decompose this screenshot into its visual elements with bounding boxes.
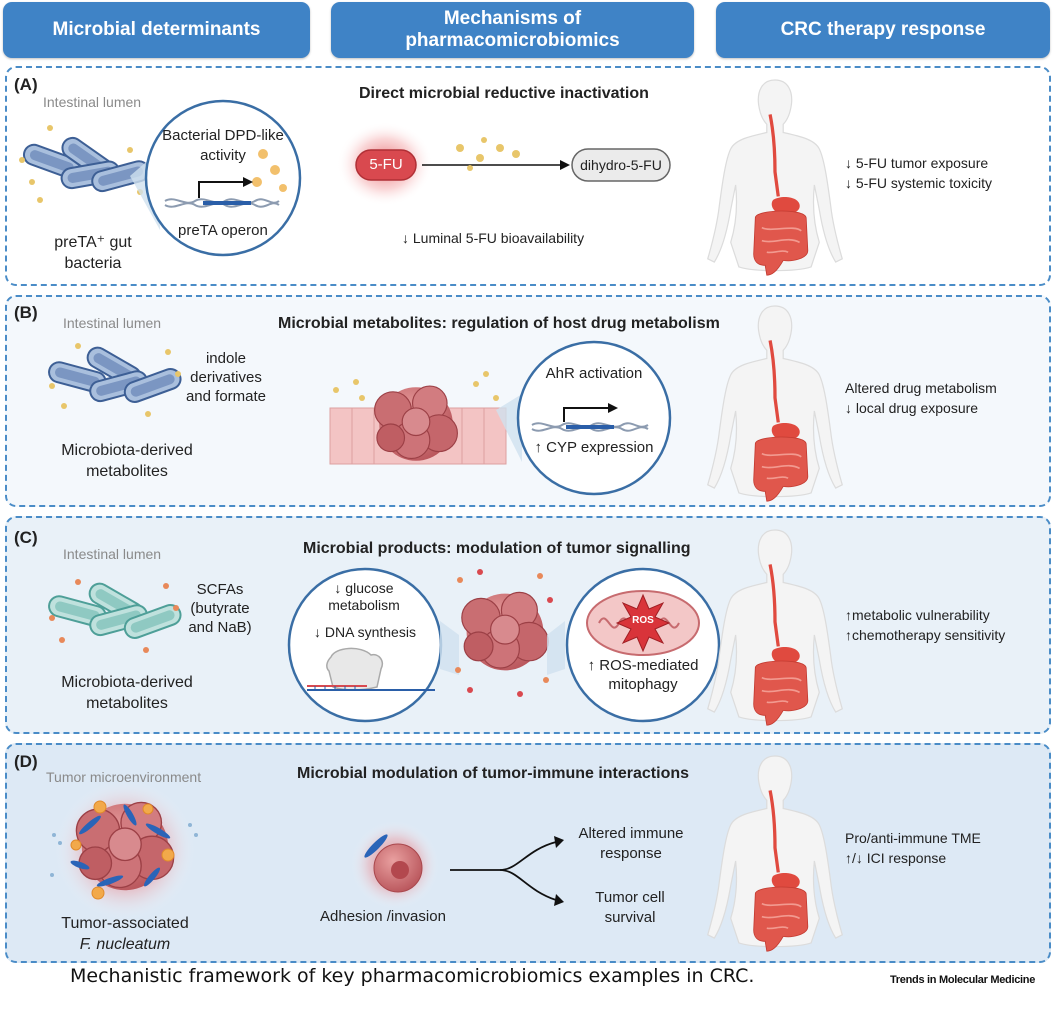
panel-d-response-1: Pro/anti-immune TME <box>845 830 981 846</box>
panel-c-label: (C) <box>14 528 38 547</box>
header-therapy-response: CRC therapy response <box>716 2 1050 58</box>
panel-a-lumen-label: Intestinal lumen <box>43 94 142 110</box>
panel-c-bacteria-illustration <box>45 579 185 653</box>
panel-d-body-icon <box>706 754 844 953</box>
header-microbial-determinants: Microbial determinants <box>3 2 310 58</box>
panel-b-bacteria-illustration <box>45 343 185 417</box>
panel-b-cyp-expression: ↑ CYP expression <box>534 439 654 456</box>
panel-b-metabolites: indole derivatives and formate <box>185 350 267 405</box>
product-dihydro-5fu: dihydro-5-FU <box>580 157 662 173</box>
panel-c-scfas: SCFAs (butyrate and NaB) <box>188 581 252 636</box>
panel-d-adhesion-illustration <box>351 821 564 909</box>
panel-c-tumor-illustration <box>455 569 553 697</box>
panel-b-response-2: ↓ local drug exposure <box>845 400 979 416</box>
drug-5fu: 5-FU <box>369 156 403 173</box>
panel-d-response-2: ↑/↓ ICI response <box>845 850 947 866</box>
panel-a-response-1: ↓ 5-FU tumor exposure <box>845 155 989 171</box>
panel-b-lumen-label: Intestinal lumen <box>63 315 162 331</box>
panel-a-body-icon <box>706 78 844 277</box>
panel-c-right-circle <box>547 567 721 723</box>
panel-d-tme-illustration <box>50 780 198 920</box>
panel-c-title: Microbial products: modulation of tumor … <box>303 540 691 557</box>
panel-d-title: Microbial modulation of tumor-immune int… <box>297 765 690 782</box>
header-mechanisms: Mechanisms of pharmacomicrobiomics <box>331 2 694 58</box>
panel-c-glucose: ↓ glucose metabolism <box>328 580 400 613</box>
panel-c-body-icon <box>706 528 844 727</box>
panel-d-tumor-survival: Tumor cell survival <box>595 889 665 926</box>
panel-a-operon-circle <box>144 99 302 257</box>
panel-a-label: (A) <box>14 75 38 94</box>
panel-b-source: Microbiota-derived metabolites <box>61 442 193 480</box>
panel-c-response-1: ↑metabolic vulnerability <box>845 607 990 623</box>
panel-c-response-2: ↑chemotherapy sensitivity <box>845 627 1006 643</box>
panel-a-dpd-activity: Bacterial DPD-like activity <box>162 127 284 164</box>
panel-a-bacteria-label: preTA⁺ gut bacteria <box>54 234 132 272</box>
journal-name: Trends in Molecular Medicine <box>890 974 1036 986</box>
panel-b-ahr-activation: AhR activation <box>545 365 643 382</box>
panel-c-dna: ↓ DNA synthesis <box>314 624 416 640</box>
panel-a-bioavailability: ↓ Luminal 5-FU bioavailability <box>402 230 585 246</box>
panel-d-label: (D) <box>14 752 38 771</box>
panel-b-epithelium-tumor <box>329 371 522 465</box>
panel-d-source-1: Tumor-associated <box>61 915 189 932</box>
panel-d-immune-response: Altered immune response <box>578 825 684 862</box>
panel-d-adhesion: Adhesion /invasion <box>320 908 446 925</box>
panel-a-operon-label: preTA operon <box>178 222 268 239</box>
panel-c-lumen-label: Intestinal lumen <box>63 546 162 562</box>
panel-b-label: (B) <box>14 303 38 322</box>
panel-a-reaction <box>337 122 671 206</box>
panel-c-mitophagy: ↑ ROS-mediated mitophagy <box>587 657 699 693</box>
panel-b-ahr-circle <box>516 340 672 496</box>
panel-c-ros: ROS <box>632 615 654 626</box>
figure-caption: Mechanistic framework of key pharmacomic… <box>70 965 755 987</box>
panel-b-title: Microbial metabolites: regulation of hos… <box>278 315 720 332</box>
panel-b-body-icon <box>706 304 844 503</box>
panel-c-left-circle <box>287 567 459 723</box>
panel-b-response-1: Altered drug metabolism <box>845 380 997 396</box>
panel-c-source: Microbiota-derived metabolites <box>61 674 193 712</box>
panel-d-source-2: F. nucleatum <box>79 936 171 953</box>
panel-d-lumen-label: Tumor microenvironment <box>46 769 202 785</box>
panel-a-response-2: ↓ 5-FU systemic toxicity <box>845 175 993 191</box>
panel-a-title: Direct microbial reductive inactivation <box>359 85 649 102</box>
